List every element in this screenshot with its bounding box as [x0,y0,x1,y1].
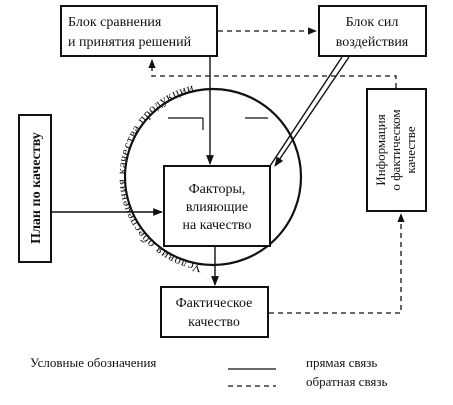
actual-line1: Фактическое [176,296,253,311]
factors-line1: Факторы, [189,182,246,197]
info-line1: Информация [373,114,388,185]
feedback-actual-to-info [269,213,405,314]
legend-title: Условные обозначения [30,355,156,370]
forces-block: Блок сил воздействия [318,5,427,57]
factors-line3: на качество [183,218,252,233]
legend-direct-label: прямая связь [306,355,377,370]
direct-forces-to-factors-a [269,56,343,167]
plan-block: План по качеству [18,114,52,263]
plan-label: План по качеству [29,132,44,244]
legend: Условные обозначения прямая связь обратн… [30,355,388,389]
info-block: Информация о фактическом качестве [366,88,427,212]
actual-line2: качество [188,315,240,330]
forces-line2: воздействия [336,35,409,50]
legend-feedback-label: обратная связь [306,374,388,389]
comparison-line1: Блок сравнения [68,15,162,30]
factors-line2: влияющие [186,200,248,215]
actual-block: Фактическое качество [160,286,269,338]
comparison-block: Блок сравнения и принятия решений [60,5,218,57]
comparison-line2: и принятия решений [68,35,192,50]
info-line2: о фактическом [388,109,403,190]
direct-forces-to-factors-b [274,56,350,167]
factors-block: Факторы, влияющие на качество [163,165,271,247]
forces-line1: Блок сил [346,15,399,30]
info-line3: качестве [403,126,418,174]
conditions-circle [123,87,303,267]
feedback-info-to-comparison [148,59,397,88]
